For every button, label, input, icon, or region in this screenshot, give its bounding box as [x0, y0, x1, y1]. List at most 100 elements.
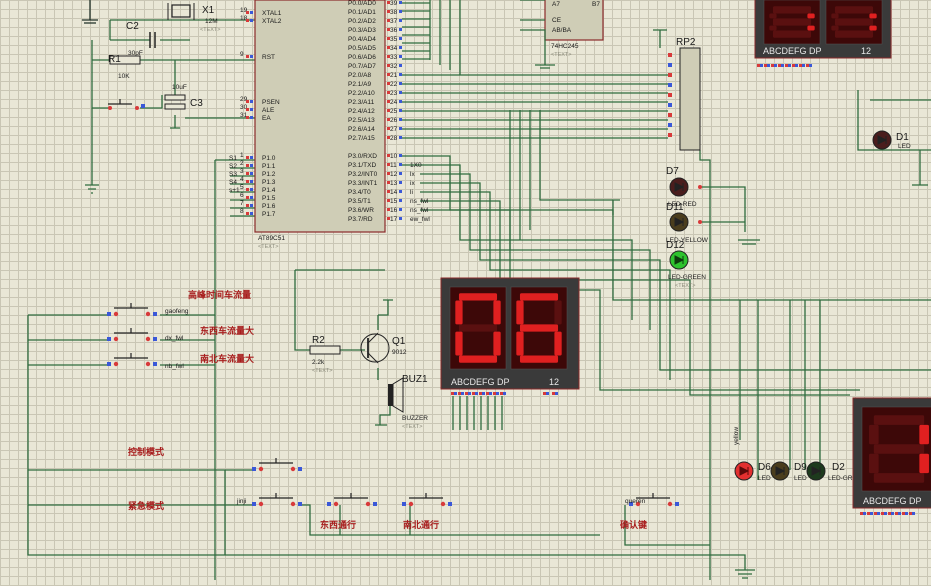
segment-b — [493, 300, 501, 325]
switch-ew[interactable] — [107, 328, 157, 342]
segment-e — [831, 25, 839, 31]
mcu-pin-number: 30 — [240, 104, 248, 111]
svg-text:LED-GREEN: LED-GREEN — [828, 475, 866, 482]
mcu-pin-label: P2.0/A8 — [348, 72, 372, 79]
mcu-name: AT89C51 — [258, 235, 285, 242]
rp2-ref: RP2 — [676, 37, 696, 48]
svg-text:<TEXT>: <TEXT> — [551, 52, 571, 58]
mcu-pin-number: 21 — [390, 72, 398, 79]
switch-ns-pass[interactable] — [402, 493, 452, 507]
mcu-pin-number: 3 — [240, 168, 244, 175]
mcu-pin-number: 24 — [390, 99, 398, 106]
mcu-pin-label: P1.3 — [262, 179, 276, 186]
segment-a — [458, 293, 498, 301]
segment-g — [834, 18, 874, 26]
reset-button[interactable] — [108, 99, 145, 110]
mcu-pin-label: P1.0 — [262, 155, 276, 162]
wires — [27, 0, 931, 580]
switch-manual[interactable] — [252, 458, 302, 472]
label-ew: 东西车流量大 — [200, 325, 254, 337]
segment-d — [458, 355, 498, 363]
label-emergency: 紧急模式 — [128, 500, 164, 512]
label-peak: 高峰时间车流量 — [188, 289, 251, 301]
mcu-pin-number: 12 — [390, 171, 398, 178]
mcu-pin-number: 5 — [240, 184, 244, 191]
mcu-pin-label: P0.3/AD3 — [348, 27, 376, 34]
led-d11: D11 LED-YELLOW — [666, 202, 709, 244]
segment-a — [772, 6, 812, 14]
switch-confirm[interactable] — [629, 493, 679, 507]
mcu-pin-label: P1.1 — [262, 163, 276, 170]
segment-b — [554, 300, 562, 325]
p1-net-label: S2 — [229, 163, 237, 170]
crystal-x1: X1 12M <TEXT> — [167, 3, 220, 33]
led-d7: D7 LED-RED — [666, 166, 702, 208]
switch-ns[interactable] — [107, 353, 157, 367]
segment-d — [772, 30, 812, 38]
p1-net-label: s+1 — [229, 187, 240, 194]
mcu-pin-number: 1 — [240, 152, 244, 159]
led-d6: D6 LED yellow — [733, 427, 771, 482]
svg-text:<TEXT>: <TEXT> — [402, 424, 422, 430]
d11-ref: D11 — [666, 202, 684, 213]
label-ns-pass: 南北通行 — [403, 519, 439, 531]
d12-ref: D12 — [666, 240, 685, 251]
net-emergency: jinji — [236, 498, 246, 505]
mcu-pin-number: 31 — [240, 112, 248, 119]
mcu-pin-label: P2.5/A13 — [348, 117, 375, 124]
svg-text:AB/BA: AB/BA — [552, 27, 572, 34]
switch-peak[interactable] — [107, 303, 157, 317]
svg-text:CE: CE — [552, 17, 562, 24]
resistor-r1: R1 10K — [108, 54, 141, 80]
mcu-pin-label: P1.2 — [262, 171, 276, 178]
resistor-pack-rp2: RP2 — [668, 37, 701, 151]
mcu-pin-number: 11 — [390, 162, 397, 169]
p3-net-label: ix — [410, 180, 415, 187]
mcu-pin-label: P2.2/A10 — [348, 90, 375, 97]
latch-name: 74HC245 — [551, 43, 579, 50]
switch-ew-pass[interactable] — [327, 493, 377, 507]
p3-net-label: ns_fwl — [410, 207, 429, 214]
segment-d — [834, 30, 874, 38]
segment-g — [458, 324, 498, 332]
r2-ref: R2 — [312, 335, 325, 346]
segment-d — [519, 355, 559, 363]
mcu-pin-label: P3.0/RXD — [348, 153, 377, 160]
svg-text:LED: LED — [758, 475, 771, 482]
led-d1: D1 LED — [872, 130, 911, 150]
segment-a — [834, 6, 874, 14]
p3-net-label: ns_fwl — [410, 198, 429, 205]
mcu-pin-label: P3.6/WR — [348, 207, 374, 214]
led-d9: D9 LED — [770, 461, 807, 482]
mcu-pin-label: EA — [262, 115, 271, 122]
mcu-pin-label: RST — [262, 54, 275, 61]
mcu-pin-number: 2 — [240, 160, 244, 167]
segment-f — [769, 13, 777, 19]
mcu-pin-label: P3.5/T1 — [348, 198, 371, 205]
transistor-q1: Q1 9012 — [360, 332, 407, 364]
q1-ref: Q1 — [392, 336, 406, 347]
d6-ref: D6 — [758, 462, 771, 473]
buzzer-buz1: BUZ1 BUZZER <TEXT> — [388, 374, 428, 430]
mcu-pin-label: P1.6 — [262, 203, 276, 210]
segment-f — [455, 300, 463, 325]
mcu-pin-number: 19 — [240, 7, 248, 14]
mcu-pin-number: 38 — [390, 9, 398, 16]
resistor-r2: R2 2.2k <TEXT> — [309, 335, 341, 374]
c3-value: 10uF — [172, 84, 187, 91]
mcu-pin-label: P0.7/AD7 — [348, 63, 376, 70]
d7-ref: D7 — [666, 166, 679, 177]
mcu-pin-number: 15 — [390, 198, 398, 205]
d7-model: LED-RED — [668, 201, 697, 208]
svg-text:ABCDEFG DP: ABCDEFG DP — [451, 377, 510, 387]
switches — [107, 303, 679, 507]
segment-c — [554, 331, 562, 356]
segment-c — [493, 331, 501, 356]
p3-net-label: ew_fwl — [410, 216, 430, 223]
mcu-pin-number: 36 — [390, 27, 398, 34]
switch-emergency[interactable] — [252, 493, 302, 507]
p3-net-label: li — [410, 189, 413, 196]
segment-f — [516, 300, 524, 325]
segment-c — [919, 453, 929, 474]
d11-model: LED-YELLOW — [666, 237, 709, 244]
